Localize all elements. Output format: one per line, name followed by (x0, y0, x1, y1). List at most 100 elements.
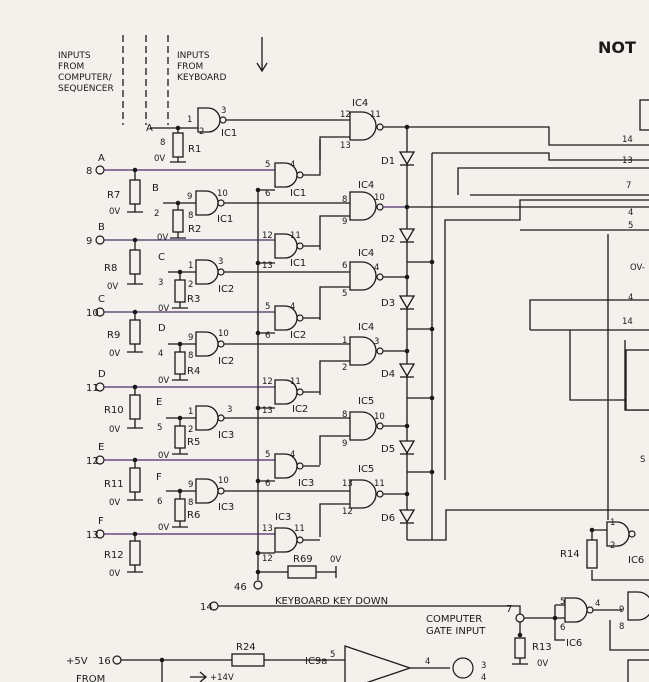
nand-gate (349, 111, 377, 141)
resistor-label: R6 (187, 510, 200, 521)
pin-label: 7 (506, 604, 512, 615)
pin-label: 10 (374, 412, 385, 422)
pin-label: 3 (158, 278, 163, 288)
pin-label: 4 (628, 293, 633, 303)
resistor-label: R14 (560, 549, 580, 560)
resistor-label: R7 (107, 190, 120, 201)
from-label: FROM (76, 674, 105, 682)
arrow-down-icon (256, 37, 268, 73)
header-text: FROM (177, 62, 203, 72)
pin-label: 3 (481, 661, 486, 671)
pin-label: 5 (560, 597, 565, 607)
nand-gate (195, 478, 219, 504)
diode-d1: D1 (381, 151, 416, 167)
pin-label: 5 (157, 423, 162, 433)
pin-label: 6 (560, 623, 565, 633)
header-text: INPUTS (58, 51, 91, 61)
pin-label: 10 (374, 193, 385, 203)
ov-label: 0V (158, 451, 169, 461)
resistor-label: R1 (188, 144, 201, 155)
pin-label: 16 (98, 656, 111, 667)
input-terminal (253, 580, 263, 590)
pin-label: 4 (628, 208, 633, 218)
diode-d2: D2 (381, 228, 416, 245)
nand-gate (195, 190, 219, 216)
ov-label: 0V (109, 569, 120, 579)
pin-label: 5 (265, 302, 270, 312)
label-a-comp: A (146, 123, 153, 134)
pin-label: 13 (622, 156, 633, 166)
ic-label: IC4 (358, 322, 374, 333)
pin-label: 9 (188, 480, 193, 490)
ov-label: 0V (158, 523, 169, 533)
resistor-label: R3 (187, 294, 200, 305)
ic-label: IC1 (290, 188, 306, 199)
diode-d3: D3 (381, 295, 416, 310)
ic-label: IC4 (352, 98, 368, 109)
pin-label: 4 (425, 657, 430, 667)
ic-label: IC4 (358, 248, 374, 259)
keyboard-key-down-label: KEYBOARD KEY DOWN (275, 596, 388, 607)
ov-label: 0V (109, 425, 120, 435)
pin-label: 6 (342, 261, 347, 271)
pin-label: 5 (265, 450, 270, 460)
ic-label: IC1 (217, 214, 233, 225)
nand-gate (349, 336, 377, 366)
header-text: FROM (58, 62, 84, 72)
pin-label: 1 (188, 261, 193, 271)
diode-label: D6 (381, 513, 395, 524)
pin-label: 9 (86, 236, 92, 247)
pin-label: 12 (342, 507, 353, 517)
nand-gate (349, 411, 377, 441)
ic-label: IC3 (275, 512, 291, 523)
ov-label: 0V (109, 498, 120, 508)
pin-label: 11 (290, 231, 301, 241)
pin-label: 11 (290, 377, 301, 387)
pin-label: 6 (265, 479, 270, 489)
ic-label: IC6 (566, 638, 582, 649)
pin-label: 13 (342, 479, 353, 489)
header-text: COMPUTER/ (58, 73, 113, 83)
resistor-label: R13 (532, 642, 552, 653)
pin-label: 2 (154, 209, 159, 219)
input-letter: C (98, 294, 105, 305)
pin-label: 3 (218, 257, 223, 267)
pin-label: 10 (217, 189, 228, 199)
input-terminal (95, 235, 105, 245)
pin-label: 8 (188, 351, 193, 361)
pin-label: 14 (622, 135, 633, 145)
nand-gate (564, 597, 588, 623)
pin-label: 8 (86, 166, 92, 177)
header-text: SEQUENCER (58, 84, 114, 94)
pin-label: 13 (262, 406, 273, 416)
pin-label: 12 (262, 377, 273, 387)
input-letter: D (98, 369, 106, 380)
ic-label: IC9a (305, 656, 327, 667)
resistor-label: R8 (104, 263, 117, 274)
pin-label: 6 (265, 331, 270, 341)
plus14v-label: +14V (210, 673, 234, 682)
resistor-label: R2 (188, 224, 201, 235)
ic-label: IC2 (218, 356, 234, 367)
pin-label: 9 (187, 192, 192, 202)
nand-gate (195, 405, 219, 431)
pin-label: 11 (374, 479, 385, 489)
diode-d6: D6 (381, 509, 416, 524)
ov-label: OV- (630, 263, 645, 273)
diode-label: D1 (381, 156, 395, 167)
pin-label: 1 (610, 518, 615, 528)
pin-label: 2 (188, 425, 193, 435)
header-text: INPUTS (177, 51, 210, 61)
pin-label: 14 (200, 602, 213, 613)
ic-label: IC2 (292, 404, 308, 415)
pin-label: 4 (158, 349, 163, 359)
pin-label: 4 (290, 302, 295, 312)
pin-label: 14 (622, 317, 633, 327)
input-letter: E (98, 442, 104, 453)
pin-label: 2 (199, 127, 204, 137)
input-terminal (515, 613, 525, 623)
diode-d5: D5 (381, 440, 416, 455)
pin-label: 5 (628, 221, 633, 231)
ic-label: IC2 (290, 330, 306, 341)
pin-label: 1 (342, 336, 347, 346)
